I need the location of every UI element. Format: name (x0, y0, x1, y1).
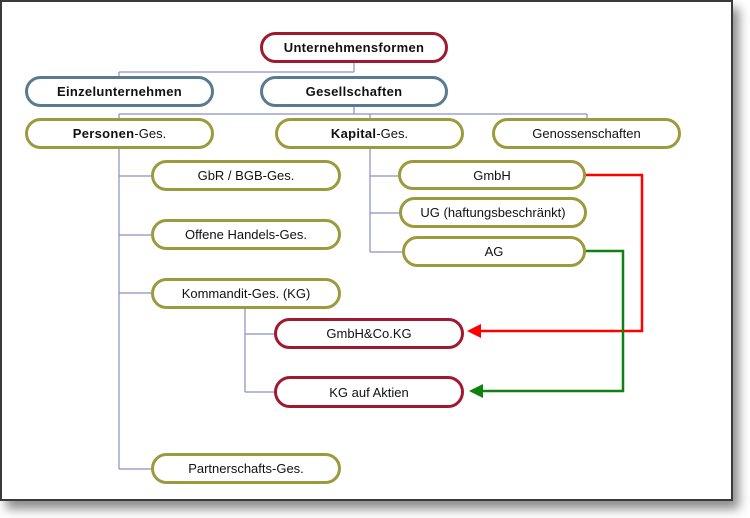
node-label: GbR / BGB-Ges. (197, 168, 295, 183)
node-gmbh-co-kg[interactable]: GmbH&Co.KG (274, 318, 464, 349)
node-label: Gesellschaften (305, 84, 403, 99)
node-einzelunternehmen[interactable]: Einzelunternehmen (25, 76, 214, 107)
node-label-bold: Personen (72, 126, 135, 141)
node-label: Einzelunternehmen (56, 84, 182, 99)
node-label: AG (484, 244, 504, 259)
node-partnerschaft[interactable]: Partnerschafts-Ges. (151, 453, 341, 484)
node-kapital-ges[interactable]: Kapital-Ges. (275, 118, 464, 149)
node-gbr[interactable]: GbR / BGB-Ges. (151, 160, 341, 191)
node-label-rest: -Ges. (376, 126, 409, 141)
node-label-rest: -Ges. (134, 126, 167, 141)
node-label: Genossenschaften (532, 126, 641, 141)
node-gesellschaften[interactable]: Gesellschaften (260, 76, 448, 107)
node-label: Kommandit-Ges. (KG) (181, 286, 311, 301)
node-kg[interactable]: Kommandit-Ges. (KG) (151, 278, 341, 309)
node-label: Unternehmensformen (283, 40, 425, 55)
node-label: KG auf Aktien (329, 384, 409, 400)
node-label: GmbH&Co.KG (326, 326, 412, 341)
node-label: Partnerschafts-Ges. (188, 461, 304, 476)
node-label: UG (haftungsbeschränkt) (420, 205, 566, 220)
node-personen-ges[interactable]: Personen-Ges. (25, 118, 214, 149)
node-kg-auf-aktien[interactable]: KG auf Aktien (274, 376, 464, 408)
node-unternehmensformen[interactable]: Unternehmensformen (260, 32, 448, 63)
node-ohg[interactable]: Offene Handels-Ges. (151, 219, 341, 250)
node-ug[interactable]: UG (haftungsbeschränkt) (399, 197, 587, 228)
node-label: Offene Handels-Ges. (185, 227, 307, 242)
node-ag[interactable]: AG (402, 236, 586, 267)
node-label: GmbH (473, 167, 511, 183)
node-genossenschaften[interactable]: Genossenschaften (492, 118, 681, 149)
node-gmbh[interactable]: GmbH (398, 160, 586, 190)
node-label-bold: Kapital (330, 126, 377, 141)
